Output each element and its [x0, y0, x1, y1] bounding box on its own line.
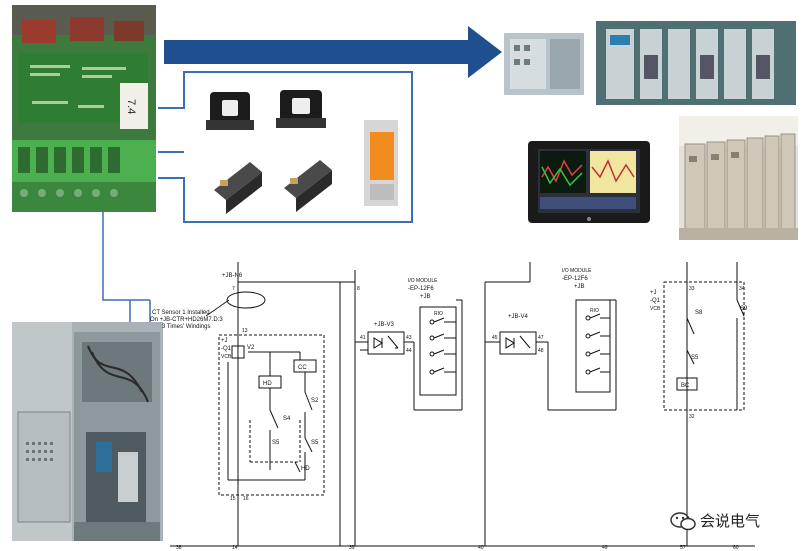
hmi-photo	[526, 137, 652, 227]
pcb-photo: 7.4	[12, 5, 156, 212]
label-15: 15	[230, 496, 236, 502]
io2-title-1: I/O MODULE	[562, 268, 592, 274]
label-s9: S9	[740, 306, 748, 312]
label-7: 7	[232, 286, 235, 292]
label-jb-v4: +JB-V4	[508, 314, 529, 320]
sensor-devices	[206, 90, 398, 214]
label-43: 43	[406, 335, 412, 341]
ct-sensor-1	[206, 92, 254, 130]
label-48: 48	[538, 348, 544, 354]
label-49: 49	[602, 545, 608, 551]
ct-note-line-1: CT Sensor 1 Installed	[152, 310, 210, 316]
ct-note-line-2: On +JB-CTR+HD26M7.D:3	[150, 317, 223, 323]
label-38: 38	[176, 545, 182, 551]
label-s5r: S5	[691, 355, 699, 361]
label-44: 44	[406, 348, 412, 354]
flow-arrow	[164, 26, 502, 78]
q1r-tag-3: VCB	[650, 306, 661, 312]
label-60: 60	[733, 545, 739, 551]
power-supply	[364, 120, 398, 206]
pcb-illustration: 7.4	[12, 5, 156, 212]
cc-box-label: CC	[298, 365, 307, 371]
ct-sensor-2	[276, 90, 326, 128]
label-47: 47	[538, 335, 544, 341]
label-32: 32	[689, 414, 695, 420]
label-40: 40	[478, 545, 484, 551]
label-41: 41	[360, 335, 366, 341]
q1-tag-2: -Q1	[221, 346, 232, 352]
io2-rio: RIO	[590, 308, 599, 314]
hd-bottom-label: HD	[301, 466, 310, 472]
din-module-2	[284, 160, 332, 212]
label-s5b: S5	[311, 440, 319, 446]
din-module-1	[214, 162, 262, 214]
q1r-tag-2: -Q1	[650, 298, 661, 304]
io2-title-3: +JB	[574, 284, 585, 290]
watermark: 会说电气	[670, 512, 760, 531]
bc-box-label: BC	[681, 383, 690, 389]
plc-photo	[502, 5, 798, 110]
io1-title-1: I/O MODULE	[408, 278, 438, 284]
hd-box-label: HD	[263, 381, 272, 387]
label-39: 39	[349, 545, 355, 551]
q1r-tag-1: +J	[650, 290, 657, 296]
io1-rio: RIO	[434, 311, 443, 317]
label-s2: S2	[311, 398, 319, 404]
q1-tag-1: +J	[221, 338, 228, 344]
label-33: 33	[689, 286, 695, 292]
label-s5: S5	[272, 440, 280, 446]
pcb-silkscreen: 7.4	[125, 99, 137, 114]
label-34: 34	[739, 286, 745, 292]
label-s4: S4	[283, 416, 291, 422]
label-jb-n6: +JB-N6	[222, 273, 243, 279]
io1-title-3: +JB	[420, 294, 431, 300]
watermark-text: 会说电气	[700, 512, 760, 530]
label-s8: S8	[695, 310, 703, 316]
cabinet-photo	[12, 322, 163, 541]
label-jb-v3: +JB-V3	[374, 322, 395, 328]
label-14: 14	[232, 545, 238, 551]
switchgear-photo	[679, 116, 798, 240]
label-45: 45	[492, 335, 498, 341]
label-8: 8	[357, 286, 360, 292]
q1-tag-3: VCB	[221, 354, 232, 360]
io2-title-2: -EP-12F6	[562, 276, 588, 282]
label-v2: V2	[247, 345, 255, 351]
label-16: 16	[243, 496, 249, 502]
label-57: 57	[680, 545, 686, 551]
label-13: 13	[242, 328, 248, 334]
ct-note-line-3: 3 Times' Windings	[162, 324, 211, 330]
io1-title-2: -EP-12F6	[408, 286, 434, 292]
sensor-bracket	[158, 71, 413, 223]
wechat-icon	[670, 512, 696, 531]
